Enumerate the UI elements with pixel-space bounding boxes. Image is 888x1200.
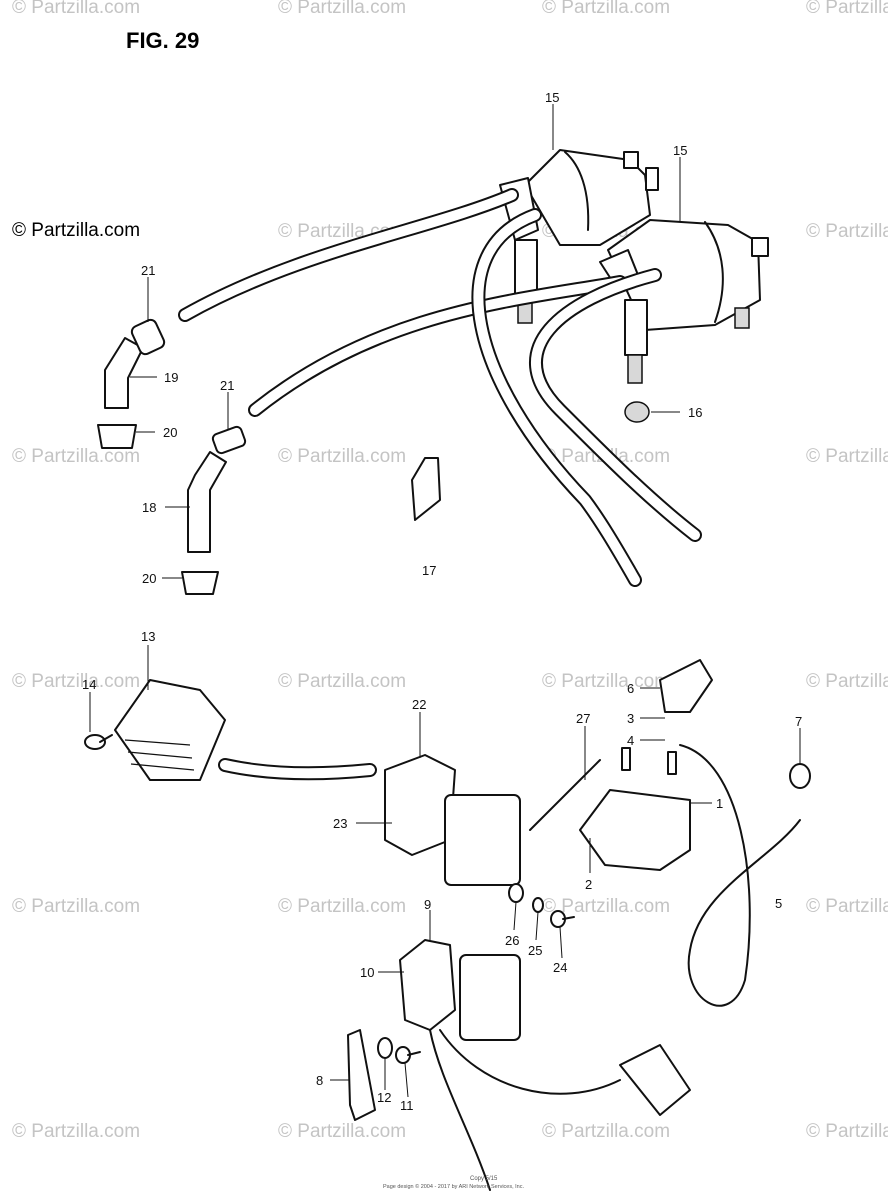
brand-notice: © Partzilla.com (12, 220, 140, 241)
callout-9: 9 (424, 897, 431, 912)
terminal-boot (659, 659, 713, 713)
washer (377, 1037, 393, 1059)
watermark: © Partzilla.com (542, 896, 670, 917)
watermark: © Partzilla.com (12, 671, 140, 692)
relay-block-upper (384, 754, 521, 886)
callouts: 15 15 21 19 20 21 18 20 16 17 13 14 22 2… (82, 90, 802, 1113)
watermark: © Partzilla.com (806, 1121, 888, 1142)
watermark: © Partzilla.com (806, 446, 888, 467)
starter-relay (529, 747, 691, 871)
callout-16: 16 (688, 405, 702, 420)
callout-17: 17 (422, 563, 436, 578)
callout-19: 19 (164, 370, 178, 385)
watermark: © Partzilla.com (12, 446, 140, 467)
figure-title: FIG. 29 (126, 28, 199, 53)
callout-21: 21 (220, 378, 234, 393)
callout-4: 4 (627, 733, 634, 748)
watermark: © Partzilla.com (12, 0, 140, 18)
callout-20: 20 (163, 425, 177, 440)
watermark: © Partzilla.com (806, 896, 888, 917)
callout-11: 11 (400, 1098, 414, 1113)
callout-20: 20 (142, 571, 156, 586)
lead-clamp (411, 457, 441, 521)
callout-5: 5 (775, 896, 782, 911)
watermark: © Partzilla.com (278, 1121, 406, 1142)
watermark: © Partzilla.com (278, 0, 406, 18)
regulator-rectifier (114, 679, 377, 781)
footer-notice: Page design © 2004 - 2017 by ARI Network… (383, 1183, 524, 1190)
callout-7: 7 (795, 714, 802, 729)
watermark: © Partzilla.com (12, 1121, 140, 1142)
terminal-cover (789, 763, 811, 789)
callout-23: 23 (333, 816, 347, 831)
washer (532, 897, 544, 913)
relay-block-lower (399, 939, 691, 1191)
watermark: © Partzilla.com (278, 896, 406, 917)
callout-24: 24 (553, 960, 567, 975)
callout-8: 8 (316, 1073, 323, 1088)
callout-27: 27 (576, 711, 590, 726)
mounting-screw (84, 734, 113, 750)
watermark: © Partzilla.com (278, 446, 406, 467)
battery-cable (679, 744, 801, 1007)
callout-22: 22 (412, 697, 426, 712)
callout-6: 6 (627, 681, 634, 696)
coil-terminal-cap (624, 401, 650, 423)
ignition-coil-front (599, 219, 769, 384)
callout-26: 26 (505, 933, 519, 948)
footer-code: Copy 5/15 (470, 1176, 498, 1182)
spark-plug-cap-lower (181, 425, 247, 595)
washer (508, 883, 524, 903)
spark-plug-cap-upper (97, 318, 166, 449)
watermark: © Partzilla.com (806, 0, 888, 18)
watermark: © Partzilla.com (542, 1121, 670, 1142)
watermark: © Partzilla.com (12, 896, 140, 917)
bolt (550, 910, 575, 928)
watermark: © Partzilla.com (278, 671, 406, 692)
callout-15: 15 (545, 90, 559, 105)
mounting-bracket (347, 1029, 376, 1121)
bolt (395, 1046, 421, 1064)
leader-lines (89, 104, 801, 1098)
watermark: © Partzilla.com (542, 0, 670, 18)
watermark: © Partzilla.com (806, 221, 888, 242)
watermark: © Partzilla.com (542, 671, 670, 692)
callout-25: 25 (528, 943, 542, 958)
callout-13: 13 (141, 629, 155, 644)
callout-18: 18 (142, 500, 156, 515)
watermark-grid: © Partzilla.com © Partzilla.com © Partzi… (12, 0, 888, 1142)
callout-10: 10 (360, 965, 374, 980)
watermark: © Partzilla.com (806, 671, 888, 692)
callout-2: 2 (585, 877, 592, 892)
callout-12: 12 (377, 1090, 391, 1105)
callout-21: 21 (141, 263, 155, 278)
high-tension-leads (178, 188, 702, 587)
callout-15: 15 (673, 143, 687, 158)
callout-14: 14 (82, 677, 96, 692)
callout-3: 3 (627, 711, 634, 726)
callout-1: 1 (716, 796, 723, 811)
